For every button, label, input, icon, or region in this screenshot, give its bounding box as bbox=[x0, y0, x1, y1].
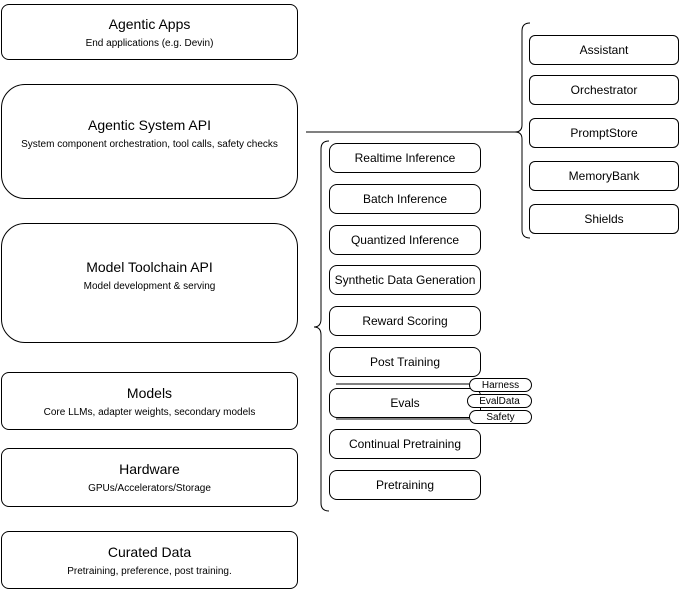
node-evals: Evals bbox=[329, 388, 481, 418]
node-label: Synthetic Data Generation bbox=[334, 273, 476, 287]
node-post-training: Post Training bbox=[329, 347, 481, 377]
node-label: Pretraining bbox=[375, 478, 435, 492]
node-subtitle: System component orchestration, tool cal… bbox=[21, 139, 278, 150]
node-batch-inference: Batch Inference bbox=[329, 184, 481, 214]
node-label: Orchestrator bbox=[570, 83, 638, 97]
node-label: PromptStore bbox=[570, 126, 638, 140]
node-label: Assistant bbox=[579, 43, 629, 57]
node-title: Agentic Apps bbox=[108, 15, 191, 32]
node-continual-pretraining: Continual Pretraining bbox=[329, 429, 481, 459]
node-label: Realtime Inference bbox=[354, 151, 456, 165]
tag-label: Harness bbox=[481, 379, 520, 391]
node-orchestrator: Orchestrator bbox=[529, 75, 679, 105]
node-curated-data: Curated Data Pretraining, preference, po… bbox=[1, 531, 298, 589]
node-memorybank: MemoryBank bbox=[529, 161, 679, 191]
node-label: Batch Inference bbox=[362, 192, 448, 206]
node-models: Models Core LLMs, adapter weights, secon… bbox=[1, 372, 298, 430]
node-reward-scoring: Reward Scoring bbox=[329, 306, 481, 336]
node-subtitle: GPUs/Accelerators/Storage bbox=[88, 483, 211, 494]
node-promptstore: PromptStore bbox=[529, 118, 679, 148]
node-title: Model Toolchain API bbox=[86, 258, 213, 275]
node-model-toolchain-api: Model Toolchain API Model development & … bbox=[1, 223, 298, 343]
node-subtitle: Pretraining, preference, post training. bbox=[67, 565, 232, 577]
node-label: Continual Pretraining bbox=[348, 437, 462, 451]
node-label: Reward Scoring bbox=[362, 314, 448, 328]
node-synthetic-data-generation: Synthetic Data Generation bbox=[329, 265, 481, 295]
node-label: Post Training bbox=[369, 355, 441, 369]
node-quantized-inference: Quantized Inference bbox=[329, 225, 481, 255]
node-label: Quantized Inference bbox=[350, 233, 460, 247]
tag-label: Safety bbox=[486, 411, 515, 423]
node-realtime-inference: Realtime Inference bbox=[329, 143, 481, 173]
node-title: Agentic System API bbox=[88, 117, 211, 133]
node-subtitle: Model development & serving bbox=[83, 280, 216, 292]
node-label: Shields bbox=[584, 212, 624, 226]
node-pretraining: Pretraining bbox=[329, 470, 481, 500]
node-label: Evals bbox=[390, 396, 420, 410]
node-subtitle: End applications (e.g. Devin) bbox=[85, 37, 214, 49]
tag-evaldata: EvalData bbox=[467, 394, 532, 408]
node-title: Models bbox=[126, 384, 173, 401]
node-hardware: Hardware GPUs/Accelerators/Storage bbox=[1, 448, 298, 507]
node-shields: Shields bbox=[529, 204, 679, 234]
node-label: MemoryBank bbox=[568, 169, 640, 183]
brace-system-components-group bbox=[514, 22, 531, 239]
node-subtitle: Core LLMs, adapter weights, secondary mo… bbox=[43, 406, 256, 418]
node-title: Curated Data bbox=[107, 543, 192, 560]
node-assistant: Assistant bbox=[529, 35, 679, 65]
node-agentic-system-api: Agentic System API System component orch… bbox=[1, 84, 298, 199]
tag-safety: Safety bbox=[469, 410, 532, 424]
brace-toolchain-group bbox=[313, 140, 330, 512]
tag-harness: Harness bbox=[469, 378, 532, 392]
node-agentic-apps: Agentic Apps End applications (e.g. Devi… bbox=[1, 4, 298, 60]
node-title: Hardware bbox=[119, 461, 180, 477]
tag-label: EvalData bbox=[479, 395, 520, 407]
